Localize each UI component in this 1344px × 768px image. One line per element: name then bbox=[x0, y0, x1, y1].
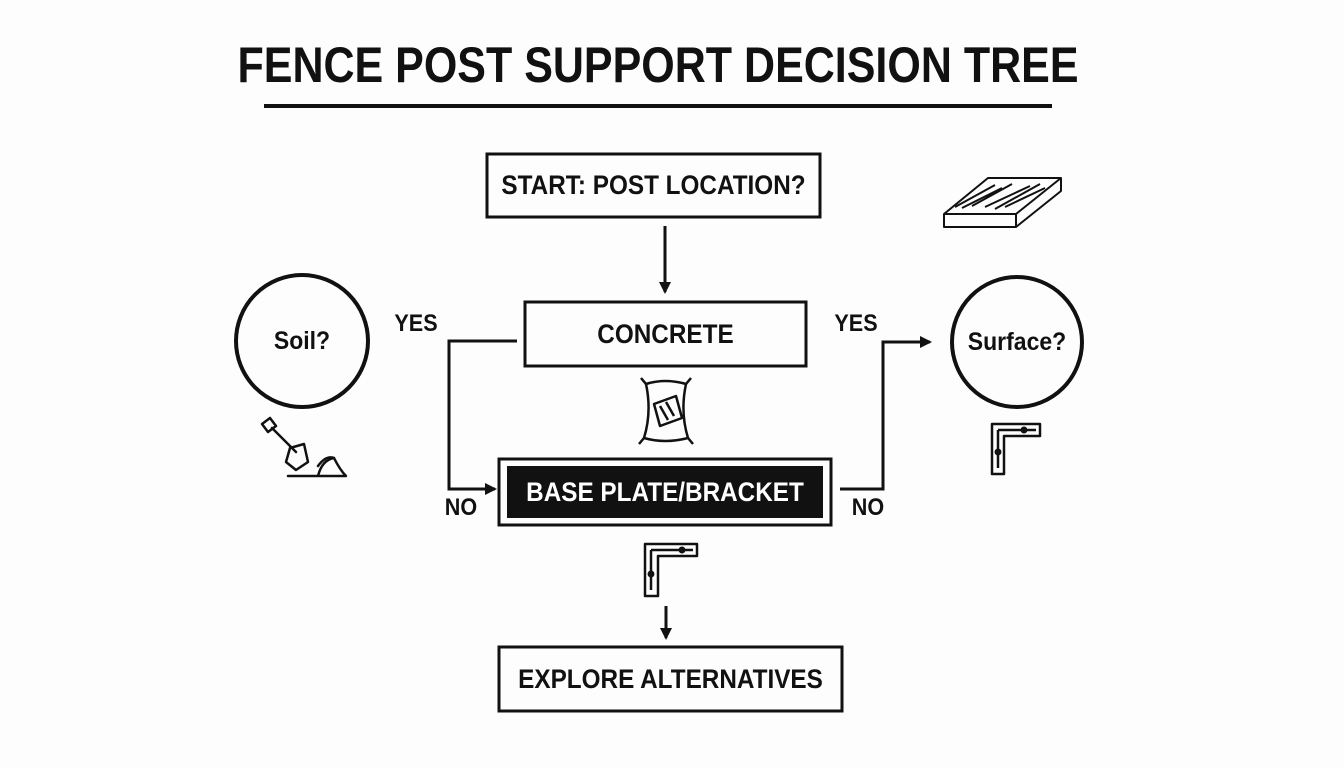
base-plate-box-outer bbox=[497, 457, 833, 527]
concrete-box bbox=[523, 300, 808, 368]
soil-circle bbox=[234, 273, 370, 409]
bracket-icon-center bbox=[643, 542, 699, 598]
explore-box bbox=[497, 645, 844, 713]
soil-node-label: Soil? bbox=[273, 326, 331, 355]
right-branch-arrow bbox=[840, 336, 932, 491]
edge-label-right-yes: YES bbox=[834, 310, 878, 337]
surface-node-label: Surface? bbox=[967, 327, 1067, 356]
bracket-icon-right bbox=[990, 422, 1042, 476]
edge-label-left-no: NO bbox=[444, 494, 478, 521]
start-box bbox=[485, 152, 822, 219]
edge-label-right-no: NO bbox=[851, 494, 885, 521]
concrete-node-label: CONCRETE bbox=[597, 318, 734, 349]
shovel-icon bbox=[260, 416, 348, 478]
base-plate-box-fill bbox=[507, 466, 823, 518]
surface-circle bbox=[950, 275, 1084, 409]
wood-plank-icon bbox=[943, 177, 1062, 228]
explore-node-label: EXPLORE ALTERNATIVES bbox=[518, 663, 823, 694]
diagram-title: FENCE POST SUPPORT DECISION TREE bbox=[237, 37, 1079, 93]
left-branch-arrow bbox=[447, 339, 517, 495]
base-plate-node-label: BASE PLATE/BRACKET bbox=[526, 476, 804, 507]
title-underline bbox=[264, 104, 1052, 108]
cement-bag-icon bbox=[638, 377, 694, 445]
start-node-label: START: POST LOCATION? bbox=[501, 170, 806, 200]
edge-label-left-yes: YES bbox=[394, 310, 438, 337]
